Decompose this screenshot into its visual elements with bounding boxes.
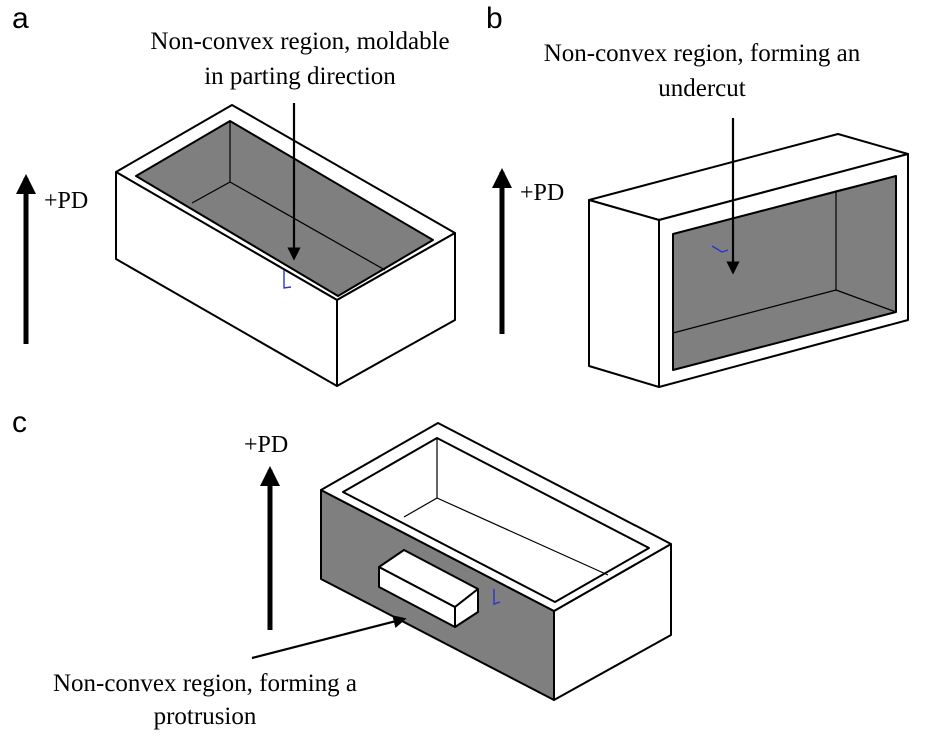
panel-b: b +PD Non-convex region, forming an unde… [486,2,909,388]
panel-a-cavity-region [135,120,434,297]
panel-a-cavity-floor-edge [229,181,386,271]
panel-b-caption-line-1: Non-convex region, forming an [544,40,861,67]
panel-b-cavity-corner-edge [835,289,897,313]
panel-c-pd-label: +PD [244,432,288,458]
panel-c-pointer-arrow [251,615,407,660]
panel-a-letter: a [12,2,29,35]
panel-b-cavity-inner-edges [672,190,837,334]
panel-b-axis-glyph [711,245,729,253]
panel-c-letter: c [12,406,27,439]
panel-c-interior-floor-edge [436,497,609,576]
panel-a-caption-line-1: Non-convex region, moldable [150,28,449,55]
panel-b-pd-label: +PD [520,180,564,206]
panel-b-box-left-face [588,199,660,388]
panel-c: c +PD Non-convex region, forming a protr… [12,406,672,730]
panel-b-cavity-back-edge [835,175,897,192]
panel-c-caption-line-1: Non-convex region, forming a [53,670,357,697]
panel-a-open-box [115,104,456,387]
panel-c-protrusion-side [454,588,479,628]
panel-b-sideways-box [588,133,909,388]
panel-a-pd-label: +PD [44,188,88,214]
panel-c-caption-line-2: protrusion [154,703,257,730]
panel-b-letter: b [486,2,503,35]
panel-c-box-interior [342,437,650,603]
panel-a-box-right-face [336,232,456,387]
panel-c-axis-glyph [493,589,501,605]
panel-a-caption-line-2: in parting direction [204,63,396,90]
panel-c-open-box [320,422,672,701]
panel-b-caption-line-2: undercut [658,75,746,102]
panel-a-axis-glyph [283,270,292,289]
panel-a: a +PD Non-convex region, moldable in par… [12,2,456,387]
